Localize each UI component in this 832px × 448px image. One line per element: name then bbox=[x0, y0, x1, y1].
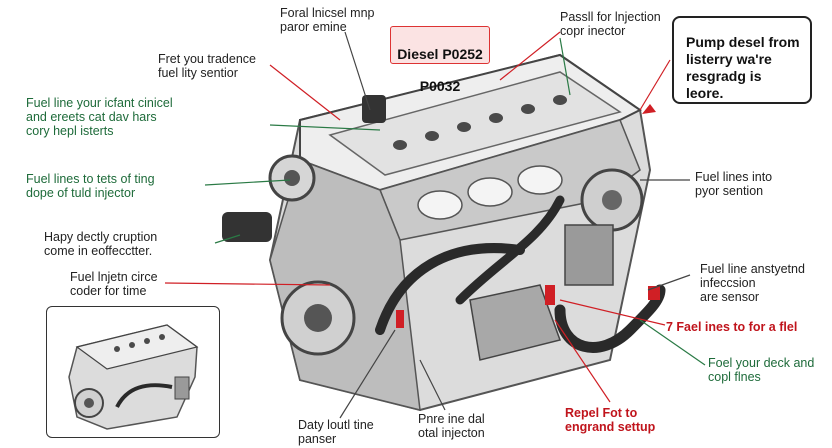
label-right-4: Foel your deck and copl flnes bbox=[708, 356, 815, 384]
label-left-5: Fuel lnjetn circe coder for time bbox=[70, 270, 158, 298]
label-right-5: Repel Fot to engrand settup bbox=[565, 406, 656, 434]
inset-engine-thumbnail bbox=[46, 306, 220, 438]
label-left-1: Fret you tradence fuel lity sentior bbox=[158, 52, 256, 80]
leader-lines bbox=[164, 31, 706, 419]
note-box: Pump desel from listerry wa're resgradg … bbox=[672, 16, 812, 104]
engine-illustration bbox=[222, 53, 666, 412]
label-left-2: Fuel line your icfant cinicel and ereets… bbox=[26, 96, 173, 138]
label-top-center: Foral lnicsel mnp paror emine bbox=[280, 6, 375, 34]
red-arrow-icon bbox=[642, 104, 656, 114]
label-left-4: Hapy dectly cruption come in eoffecctter… bbox=[44, 230, 158, 258]
label-right-2: Fuel line anstyetnd infeccsion are senso… bbox=[700, 262, 805, 304]
inset-engine-illustration bbox=[68, 324, 199, 430]
code-line-2: P0032 bbox=[419, 78, 461, 94]
label-right-1: Fuel lines into pyor sention bbox=[695, 170, 773, 198]
diagnostic-code-box: Diesel P0252 P0032 bbox=[390, 26, 490, 94]
label-right-3: 7 Fael ines to for a flel bbox=[666, 320, 798, 334]
code-line-1: Diesel P0252 bbox=[397, 46, 483, 62]
label-top-right: Passll for lnjection copr inector bbox=[560, 10, 661, 38]
label-bottom-2: Pnre ine dal otal injecton bbox=[418, 412, 485, 440]
label-bottom-1: Daty loutl tine panser bbox=[298, 418, 374, 446]
label-left-3: Fuel lines to tets of ting dope of tuld … bbox=[26, 172, 155, 200]
